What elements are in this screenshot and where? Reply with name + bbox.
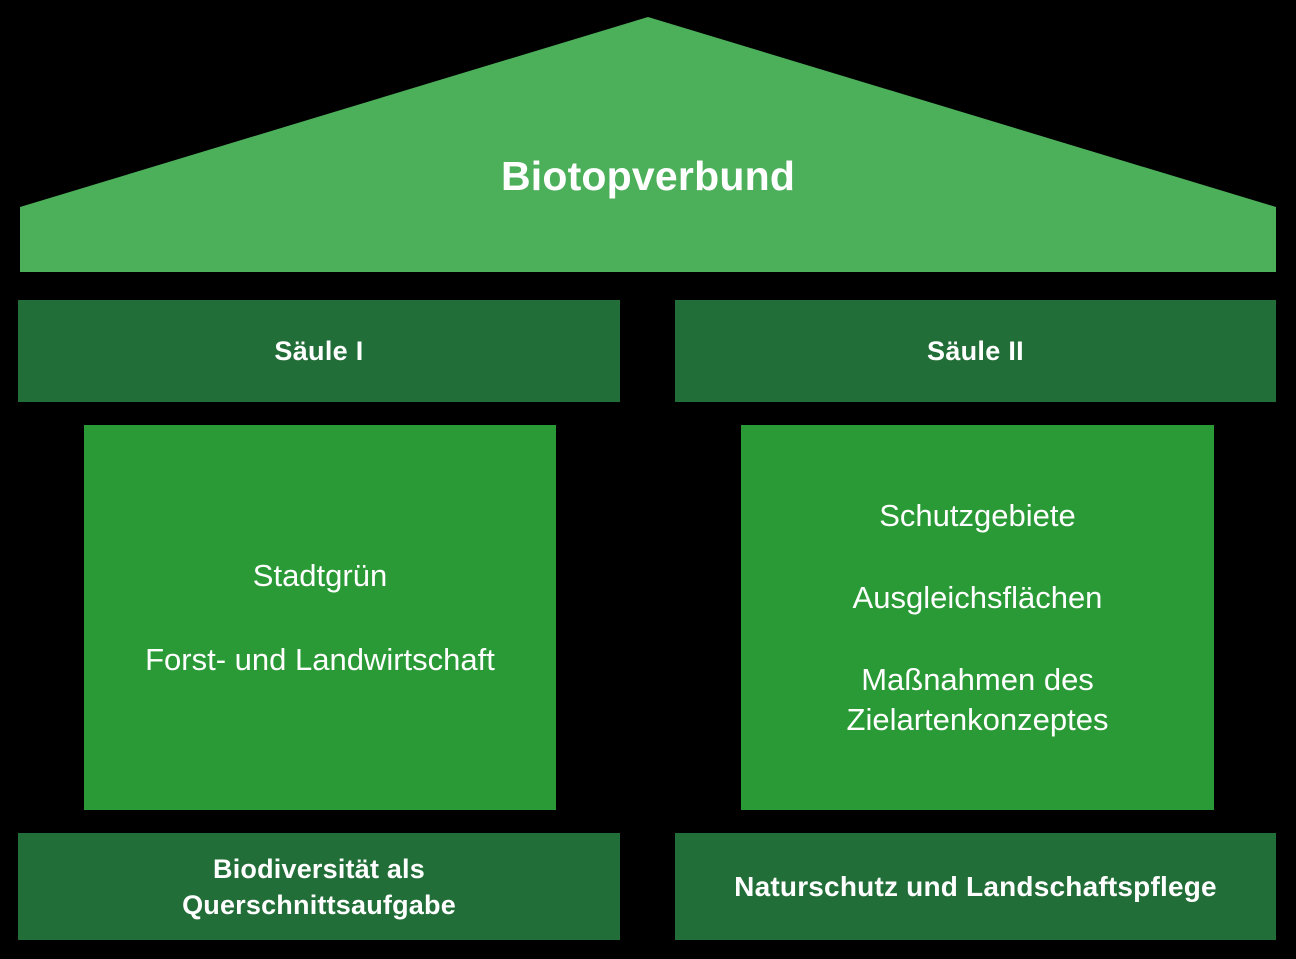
pillar-header-1-label: Säule I xyxy=(274,335,364,366)
roof-shape xyxy=(20,17,1276,272)
pillar-footer-2-label: Naturschutz und Landschaftspflege xyxy=(734,870,1217,902)
pillar-body-1-line-2: Forst- und Landwirtschaft xyxy=(145,641,495,677)
roof-pediment: Biotopverbund xyxy=(0,0,1296,290)
pillar-body-2-line-3: Maßnahmen des Zielartenkonzeptes xyxy=(846,661,1109,737)
pillar-footer-2: Naturschutz und Landschaftspflege xyxy=(675,833,1276,940)
pillar-header-2: Säule II xyxy=(675,300,1276,402)
pillar-body-2-line-1: Schutzgebiete xyxy=(879,497,1076,533)
pillar-body-1-line-1: Stadtgrün xyxy=(252,557,388,593)
pillar-body-2: Schutzgebiete Ausgleichsflächen Maßnahme… xyxy=(741,425,1214,810)
pillar-footer-1-label: Biodiversität als Querschnittsaufgabe xyxy=(182,853,456,920)
pillar-footer-1: Biodiversität als Querschnittsaufgabe xyxy=(18,833,620,940)
pillar-header-1: Säule I xyxy=(18,300,620,402)
pillar-body-1: Stadtgrün Forst- und Landwirtschaft xyxy=(84,425,556,810)
pillar-header-2-label: Säule II xyxy=(927,335,1024,366)
pillar-body-2-line-2: Ausgleichsflächen xyxy=(852,579,1103,615)
page-title: Biotopverbund xyxy=(500,153,796,199)
